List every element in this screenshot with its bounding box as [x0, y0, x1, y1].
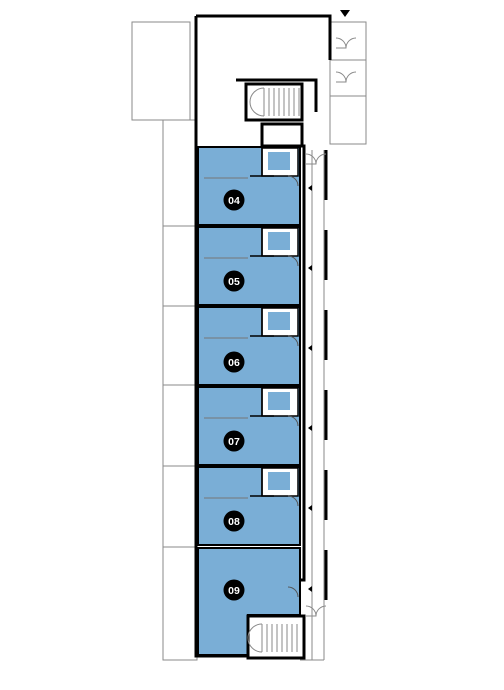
unit-number: 07	[228, 436, 240, 448]
stair-bottom	[247, 623, 298, 653]
unit-09-door	[287, 586, 299, 598]
badge-circle	[223, 270, 245, 292]
unit-badge: 04	[223, 189, 245, 211]
badge-circle	[223, 579, 245, 601]
small-arrow-icon	[308, 505, 312, 511]
outline-lines	[131, 21, 367, 661]
walls	[194, 14, 332, 660]
unit-05[interactable]	[197, 226, 312, 306]
unit-07[interactable]	[197, 386, 312, 466]
unit-badge: 07	[223, 430, 245, 452]
unit-08-door	[287, 495, 299, 507]
unit-badge: 08	[223, 510, 245, 532]
unit-09[interactable]	[197, 547, 312, 656]
stair-top	[249, 87, 300, 117]
unit-07-bath-fixture	[268, 392, 290, 410]
unit-08-bath-fixture	[268, 472, 290, 490]
unit-badge: 06	[223, 351, 245, 373]
unit-05-door	[287, 255, 299, 267]
unit-06[interactable]	[197, 306, 312, 386]
badge-circle	[223, 430, 245, 452]
unit-06-door	[287, 335, 299, 347]
unit-badge: 05	[223, 270, 245, 292]
units-layer	[197, 146, 312, 656]
small-arrow-icon	[308, 586, 312, 592]
badge-circle	[223, 351, 245, 373]
triangle-down-icon	[340, 10, 350, 17]
unit-04-bath-fixture	[268, 152, 290, 170]
unit-number: 08	[228, 516, 240, 528]
badge-circle	[223, 510, 245, 532]
unit-05-bath-fixture	[268, 232, 290, 250]
unit-number: 04	[228, 195, 240, 207]
badge-circle	[223, 189, 245, 211]
unit-06-bath-fixture	[268, 312, 290, 330]
small-arrow-icon	[308, 265, 312, 271]
small-arrow-icon	[308, 345, 312, 351]
stair-curve	[247, 623, 263, 653]
doors	[305, 37, 357, 617]
unit-number: 05	[228, 276, 240, 288]
unit-07-door	[287, 415, 299, 427]
small-arrow-icon	[308, 425, 312, 431]
unit-badges: 04 05 06 07 08 09	[223, 189, 245, 601]
stair-curve	[249, 87, 265, 117]
unit-04[interactable]	[197, 146, 312, 226]
unit-04-door	[287, 175, 299, 187]
unit-badge: 09	[223, 579, 245, 601]
unit-number: 06	[228, 357, 240, 369]
unit-number: 09	[228, 585, 240, 597]
unit-08[interactable]	[197, 466, 312, 546]
small-arrow-icon	[308, 185, 312, 191]
